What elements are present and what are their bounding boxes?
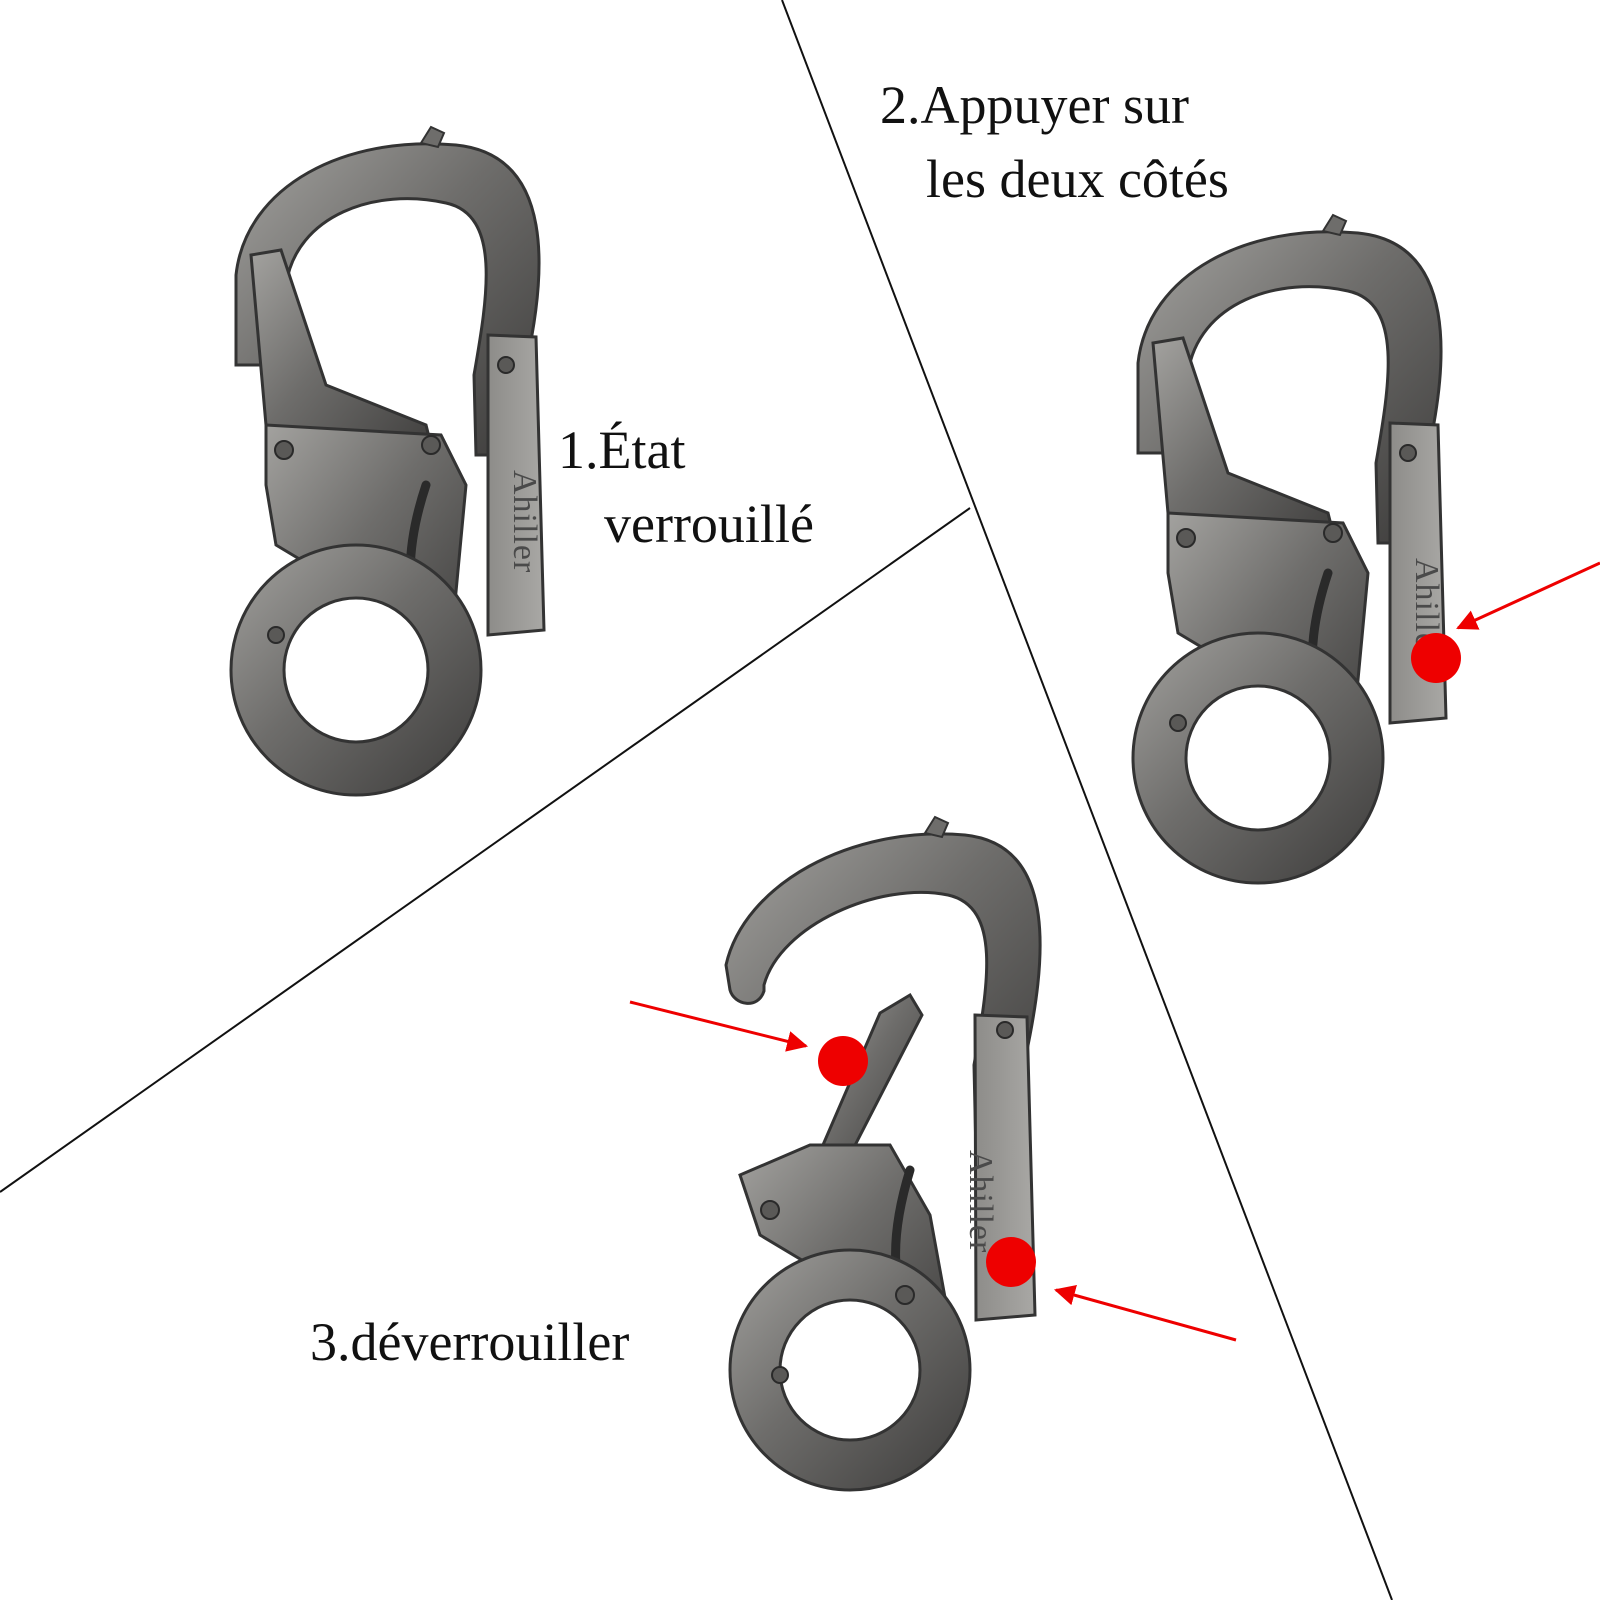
step-2-line-2: les deux côtés: [926, 149, 1229, 209]
divider-line-1: [781, 0, 1393, 1600]
carabiner-open-icon: Ahiller: [724, 815, 1042, 1492]
divider-line-2: [0, 507, 971, 1193]
press-point-marker-icon: [1411, 633, 1461, 683]
carabiner-pressed-icon: Ahiller: [1133, 215, 1446, 883]
step-2-line-1: 2.Appuyer sur: [880, 75, 1189, 135]
step-1-line-1: 1.État: [558, 420, 686, 480]
press-point-marker-icon: [818, 1036, 868, 1086]
press-arrow-icon: [1456, 561, 1600, 630]
step-1-caption: 1.État verrouillé: [558, 413, 814, 561]
step-3-caption: 3.déverrouiller: [310, 1305, 629, 1379]
step-2-caption: 2.Appuyer sur les deux côtés: [880, 68, 1229, 216]
press-arrow-icon: [629, 1000, 809, 1052]
step-3-line-1: 3.déverrouiller: [310, 1312, 630, 1372]
press-point-marker-icon: [986, 1237, 1036, 1287]
carabiner-locked-icon: Ahiller: [231, 127, 544, 795]
step-1-line-2: verrouillé: [604, 494, 814, 554]
brand-engraving: Ahiller: [962, 1150, 999, 1253]
brand-engraving: Ahiller: [506, 470, 543, 573]
press-arrow-icon: [1053, 1284, 1237, 1342]
